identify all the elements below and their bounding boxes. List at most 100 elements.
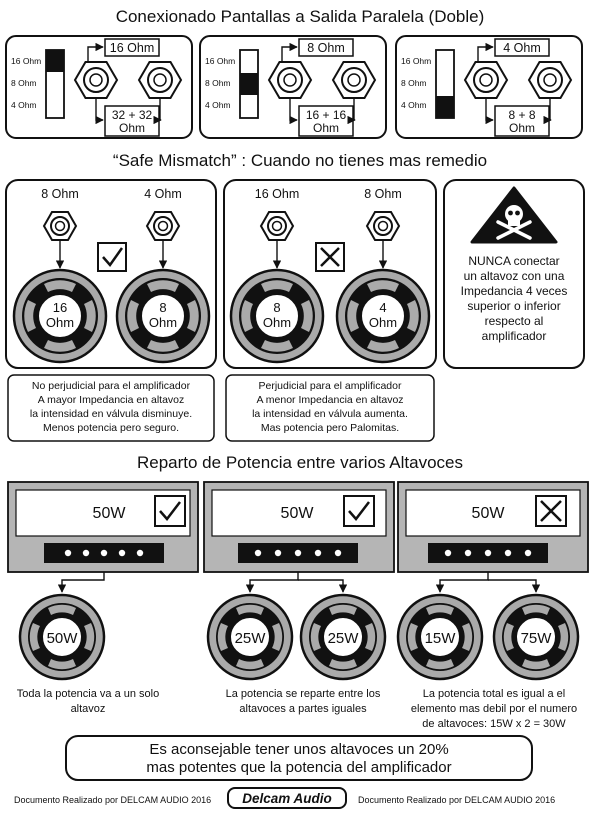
warning-line: superior o inferior [467,299,560,313]
panel-top-label: 4 Ohm [503,41,541,55]
section2-title: “Safe Mismatch” : Cuando no tienes mas r… [113,151,487,170]
amplifier-unequal-split: 50W [397,481,589,573]
caption-line: Menos potencia pero seguro. [43,422,179,434]
caption-line: la intensidad en válvula aumenta. [252,408,408,420]
parallel-panel-8ohm: 16 Ohm 8 Ohm 4 Ohm 8 Ohm 16 + 16 Ohm [199,35,387,139]
advice-line: Es aconsejable tener unos altavoces un 2… [149,741,448,758]
output-jack-right [138,61,182,99]
caption-line: Mas potencia pero Palomitas. [261,422,399,434]
safe-mismatch-caption: No perjudicial para el amplificador A ma… [7,374,215,442]
skull-crossbones-icon [496,205,532,240]
switch-label-8: 8 Ohm [401,78,427,88]
output-jack-left [464,61,508,99]
caption-line: A menor Impedancia en altavoz [256,394,403,406]
amp-power-label: 50W [281,505,315,522]
speaker-power-label: 25W [235,630,267,647]
amp-power-label: 50W [93,505,127,522]
output-jack-right [332,61,376,99]
speaker-power-label: 50W [47,630,79,647]
panel-top-label: 16 Ohm [110,41,154,55]
warning-line: NUNCA conectar [468,254,559,268]
power-caption-line: de altavoces: 15W x 2 = 30W [422,718,566,730]
power-caption-line: altavoces a partes iguales [239,703,367,715]
jack-label-left: 8 Ohm [41,187,79,201]
safe-mismatch-panel: 8 Ohm 4 Ohm 16 Ohm 8 Ohm [5,179,217,369]
speaker-left-unit: Ohm [46,315,74,330]
caption-line: la intensidad en válvula disminuye. [30,408,192,420]
speaker-left-value: 16 [53,300,67,315]
jack-label-right: 4 Ohm [144,187,182,201]
panel-bottom-label: 32 + 32 [112,108,153,122]
unsafe-mismatch-caption: Perjudicial para el amplificador A menor… [225,374,435,442]
warning-line: amplificador [482,329,547,343]
output-jack-right [528,61,572,99]
check-icon [159,501,181,521]
amplifier-single: 50W [7,481,199,573]
section3-title: Reparto de Potencia entre varios Altavoc… [137,453,463,472]
panel-top-label: 8 Ohm [307,41,345,55]
speaker-left-unit: Ohm [263,315,291,330]
switch-label-8: 8 Ohm [11,78,37,88]
power-caption-line: La potencia se reparte entre los [226,688,381,700]
jack-left [260,211,294,241]
jack-right [146,211,180,241]
caption-line: Perjudicial para el amplificador [259,380,402,392]
speaker-power-label: 15W [425,630,457,647]
check-box [343,495,375,527]
section1-title: Conexionado Pantallas a Salida Paralela … [116,7,485,26]
power-caption-line: elemento mas debil por el numero [411,703,577,715]
check-box [154,495,186,527]
advice-box: Es aconsejable tener unos altavoces un 2… [65,735,533,781]
check-icon [102,247,124,268]
switch-label-8: 8 Ohm [205,78,231,88]
panel-bottom-unit: Ohm [119,121,145,135]
speaker-power-label: 75W [521,630,553,647]
unsafe-mismatch-panel: 16 Ohm 8 Ohm 8 Ohm 4 Ohm [223,179,437,369]
speaker-left-value: 8 [273,300,280,315]
speaker-right-unit: Ohm [369,315,397,330]
speaker-right-value: 8 [159,300,166,315]
amp-power-label: 50W [472,505,506,522]
check-box [97,242,127,272]
jack-label-left: 16 Ohm [255,187,299,201]
switch-label-16: 16 Ohm [11,56,41,66]
warning-line: Impedancia 4 veces [461,284,568,298]
switch-label-4: 4 Ohm [401,100,427,110]
panel-bottom-label: 8 + 8 [508,108,535,122]
logo-text: Delcam Audio [242,791,332,806]
switch-label-16: 16 Ohm [401,56,431,66]
delcam-audio-logo: Delcam Audio [227,787,347,809]
switch-knob [46,50,64,72]
caption-line: No perjudicial para el amplificador [32,380,191,392]
cross-icon [320,247,340,267]
parallel-panel-4ohm: 16 Ohm 8 Ohm 4 Ohm 4 Ohm 8 + 8 Ohm [395,35,583,139]
power-caption-line: Toda la potencia va a un solo [17,688,160,700]
switch-label-4: 4 Ohm [205,100,231,110]
amp-speaker-connections [57,572,541,593]
switch-knob [240,73,258,95]
amplifier-equal-split: 50W [203,481,395,573]
caption-line: A mayor Impedancia en altavoz [38,394,185,406]
jack-left [43,211,77,241]
speaker-power-label: 25W [328,630,360,647]
panel-bottom-unit: Ohm [509,121,535,135]
footer-left-credit: Documento Realizado por DELCAM AUDIO 201… [14,795,211,805]
parallel-panel-16ohm: 16 Ohm 8 Ohm 4 Ohm 16 Ohm 32 + 32 Ohm [5,35,193,139]
power-caption-line: La potencia total es igual a el [423,688,566,700]
switch-label-16: 16 Ohm [205,56,235,66]
jack-right [366,211,400,241]
jack-label-right: 8 Ohm [364,187,402,201]
cross-icon [540,500,562,522]
speaker-right-unit: Ohm [149,315,177,330]
output-jack-left [74,61,118,99]
check-icon [348,501,370,521]
output-jack-left [268,61,312,99]
switch-knob [436,96,454,118]
warning-line: respecto al [485,314,544,328]
warning-line: un altavoz con una [464,269,565,283]
warning-panel: NUNCA conectar un altavoz con una Impeda… [443,179,585,369]
footer-right-credit: Documento Realizado por DELCAM AUDIO 201… [358,795,555,805]
speaker-right-value: 4 [379,300,386,315]
power-caption-line: altavoz [71,703,106,715]
